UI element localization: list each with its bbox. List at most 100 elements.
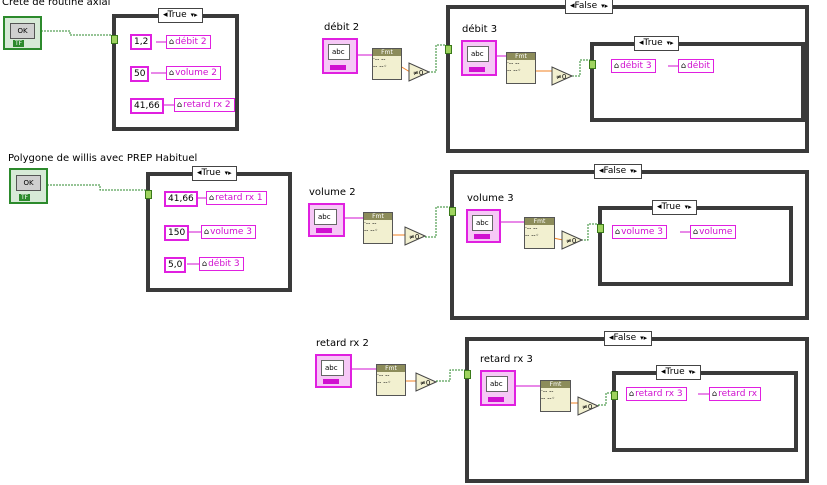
case-structure-r3-outer[interactable]: ◂False▾▸ [464,331,809,483]
tunnel-r1 [445,45,452,54]
svg-text:≠0: ≠0 [566,237,576,245]
ok-button-1[interactable]: OK [10,23,35,39]
local-var-r1-src[interactable]: ⌂débit 3 [611,59,656,73]
local-var-r2-dst-label: volume [699,227,733,237]
local-var-2-3-label: débit 3 [208,259,240,269]
not-equal-icon-r3[interactable]: ≠0 [415,372,437,392]
svg-text:≠0: ≠0 [409,233,419,241]
case-structure-1[interactable]: ◂True▾▸ [111,8,239,131]
string-field-r3[interactable]: abc [321,360,344,376]
local-var-2-3[interactable]: ⌂débit 3 [199,257,244,271]
case-selector-r2-outer-value: False [603,166,627,176]
string-field-r3-inner[interactable]: abc [486,376,508,392]
local-var-1-3-label: retard rx 2 [183,100,231,110]
svg-text:≠0: ≠0 [556,73,566,81]
convert-node-r1[interactable]: Fmt·‑‑ ‑‑‑‑ ‑‑◦ [372,48,402,80]
local-var-2-2-label: volume 3 [210,227,253,237]
string-control-r3-inner[interactable]: abc [480,370,516,406]
local-var-2-2[interactable]: ⌂volume 3 [201,225,257,239]
string-control-r1-inner[interactable]: abc [461,40,497,76]
constant-2-2[interactable]: 150 [164,225,190,241]
tunnel-r3-inner [611,391,618,400]
convert-node-r2-inner-title: Fmt [525,218,554,225]
string-field-r2-inner[interactable]: abc [472,215,493,231]
case-structure-r1-inner[interactable]: ◂True▾▸ [589,36,805,122]
case-structure-r1-outer[interactable]: ◂False▾▸ [445,0,809,153]
svg-text:≠0: ≠0 [413,69,423,77]
case-selector-r1-outer[interactable]: ◂False▾▸ [565,0,614,14]
local-var-r2-src[interactable]: ⌂volume 3 [612,225,668,239]
boolean-control-2[interactable]: OK TF [9,168,48,204]
local-variable-icon: ⌂ [712,389,718,398]
local-variable-icon: ⌂ [209,193,215,202]
local-variable-icon: ⌂ [615,227,621,236]
convert-node-r3-inner[interactable]: Fmt·‑‑ ‑‑‑‑ ‑‑◦ [540,380,571,412]
convert-node-r1-inner[interactable]: Fmt·‑‑ ‑‑‑‑ ‑‑◦ [506,52,536,84]
not-equal-icon-r2-inner[interactable]: ≠0 [561,230,583,250]
local-variable-icon: ⌂ [169,68,175,77]
string-label-r1: débit 2 [324,22,360,33]
case-selector-r1-inner-value: True [643,38,663,48]
case-selector-r1-inner[interactable]: ◂True▾▸ [634,36,679,51]
case-selector-1[interactable]: ◂True▾▸ [158,8,203,23]
tunnel-r2 [449,207,456,216]
convert-node-r3-inner-title: Fmt [541,381,570,388]
control-label-2: Polygone de willis avec PREP Habituel [8,153,198,164]
case-selector-2[interactable]: ◂True▾▸ [192,166,237,181]
constant-1-1[interactable]: 1,2 [130,34,153,50]
svg-text:≠0: ≠0 [582,403,592,411]
local-variable-icon: ⌂ [169,37,175,46]
case-structure-r3-inner[interactable]: ◂True▾▸ [611,365,798,452]
string-control-r2-inner[interactable]: abc [466,209,501,243]
boolean-control-1[interactable]: OK TF [3,16,42,50]
case-selector-r2-outer[interactable]: ◂False▾▸ [594,164,643,179]
case-selector-2-value: True [201,168,221,178]
local-var-2-1[interactable]: ⌂retard rx 1 [206,191,267,205]
string-label-r2-inner: volume 3 [467,193,514,204]
local-variable-icon: ⌂ [177,100,183,109]
local-var-r1-dst[interactable]: ⌂débit [678,59,715,73]
case-structure-r2-inner[interactable]: ◂True▾▸ [597,200,793,286]
convert-node-r2[interactable]: Fmt·‑‑ ‑‑‑‑ ‑‑◦ [363,212,393,244]
local-var-r1-dst-label: débit [687,61,711,71]
constant-1-2[interactable]: 50 [130,66,150,82]
not-equal-icon-r1[interactable]: ≠0 [408,62,430,82]
string-field-r2[interactable]: abc [314,209,337,225]
case-selector-r3-outer[interactable]: ◂False▾▸ [604,331,653,346]
control-label-1: Crête de routine axial [2,0,111,8]
not-equal-icon-r2[interactable]: ≠0 [404,226,426,246]
constant-2-1[interactable]: 41,66 [164,191,198,207]
local-var-r2-dst[interactable]: ⌂volume [690,225,737,239]
convert-node-r2-inner[interactable]: Fmt·‑‑ ‑‑‑‑ ‑‑◦ [524,217,555,249]
convert-node-r3[interactable]: Fmt·‑‑ ‑‑‑‑ ‑‑◦ [376,364,406,396]
local-variable-icon: ⌂ [202,259,208,268]
ok-button-2[interactable]: OK [16,175,41,191]
local-var-r3-src[interactable]: ⌂retard rx 3 [626,387,687,401]
not-equal-icon-r3-inner[interactable]: ≠0 [577,396,599,416]
constant-2-3[interactable]: 5,0 [164,257,187,273]
convert-node-r1-title: Fmt [373,49,401,56]
local-var-1-2[interactable]: ⌂volume 2 [166,66,222,80]
string-field-r1[interactable]: abc [328,44,350,60]
local-var-1-1-label: débit 2 [175,37,207,47]
local-var-1-2-label: volume 2 [175,68,218,78]
constant-1-3[interactable]: 41,66 [130,98,164,114]
local-var-r1-src-label: débit 3 [620,61,652,71]
case-selector-r3-inner[interactable]: ◂True▾▸ [656,365,701,380]
tunnel-2 [145,190,152,199]
string-field-r1-inner[interactable]: abc [467,46,489,62]
string-terminal-r2-inner [474,234,490,239]
local-variable-icon: ⌂ [681,61,687,70]
not-equal-icon-r1-inner[interactable]: ≠0 [551,66,573,86]
string-terminal-r2 [316,228,332,233]
local-var-r3-dst[interactable]: ⌂retard rx [709,387,762,401]
string-control-r3[interactable]: abc [315,354,352,388]
local-var-1-3[interactable]: ⌂retard rx 2 [174,98,235,112]
string-label-r3: retard rx 2 [316,338,369,349]
local-var-1-1[interactable]: ⌂débit 2 [166,35,211,49]
string-control-r1[interactable]: abc [322,38,358,74]
case-structure-2[interactable]: ◂True▾▸ [145,166,292,292]
case-structure-r2-outer[interactable]: ◂False▾▸ [449,164,809,320]
string-control-r2[interactable]: abc [308,203,345,237]
case-selector-r2-inner[interactable]: ◂True▾▸ [652,200,697,215]
